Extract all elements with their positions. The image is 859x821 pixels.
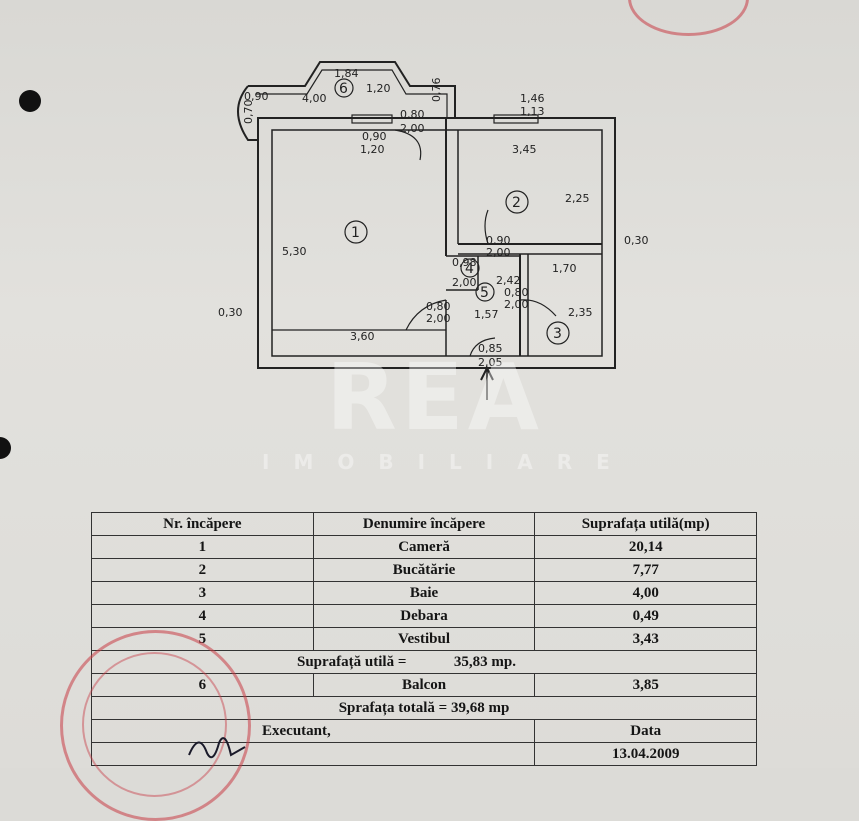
dim-label: 3,60 bbox=[350, 330, 375, 343]
table-row: 2 Bucătărie 7,77 bbox=[91, 558, 757, 582]
dim-label: 2,25 bbox=[565, 192, 590, 205]
dim-label: 2,05 bbox=[478, 356, 503, 369]
punch-hole-middle bbox=[0, 437, 11, 459]
dim-label: 0,90 bbox=[244, 90, 269, 103]
dim-label: 2,42 bbox=[496, 274, 521, 287]
dim-label: 0,30 bbox=[624, 234, 649, 247]
subtotal-value: 35,83 bbox=[453, 653, 488, 670]
room-number-6: 6 bbox=[339, 81, 348, 97]
dim-label: 0,70 bbox=[242, 100, 255, 125]
cell-nr: 1 bbox=[91, 535, 314, 559]
dim-label: 0,80 bbox=[426, 300, 451, 313]
cell-area: 7,77 bbox=[534, 558, 757, 582]
cell-name: Bucătărie bbox=[312, 558, 536, 582]
room-number-5: 5 bbox=[480, 285, 489, 301]
date-label: Data bbox=[534, 719, 757, 743]
dim-label: 2,00 bbox=[486, 246, 511, 259]
cell-area: 3,43 bbox=[534, 627, 757, 651]
room-number-4: 4 bbox=[465, 261, 474, 277]
dim-label: 2,00 bbox=[400, 122, 425, 135]
room-number-1: 1 bbox=[351, 225, 360, 241]
cell-name: Debara bbox=[312, 604, 536, 628]
floor-plan: 1 2 3 4 5 6 1,84 0,90 4,00 1,20 0,70 0,7… bbox=[218, 61, 649, 400]
cell-nr: 4 bbox=[91, 604, 314, 628]
dim-label: 0,76 bbox=[430, 78, 443, 103]
dim-label: 4,00 bbox=[302, 92, 327, 105]
dim-label: 2,00 bbox=[504, 298, 529, 311]
dim-label: 5,30 bbox=[282, 245, 307, 258]
cell-nr: 2 bbox=[91, 558, 314, 582]
cell-name: Balcon bbox=[312, 673, 536, 697]
dim-label: 0,90 bbox=[362, 130, 387, 143]
dim-label: 0,85 bbox=[478, 342, 503, 355]
cell-name: Baie bbox=[312, 581, 536, 605]
dim-label: 1,13 bbox=[520, 105, 545, 118]
dim-label: 0,80 bbox=[504, 286, 529, 299]
table-row: 5 Vestibul 3,43 bbox=[91, 627, 757, 651]
room-number-3: 3 bbox=[553, 326, 562, 342]
header-nr: Nr. încăpere bbox=[91, 512, 314, 536]
cell-area: 3,85 bbox=[534, 673, 757, 697]
outer-wall bbox=[257, 117, 616, 369]
dim-label: 0,98 bbox=[452, 256, 477, 269]
balcony-outline bbox=[237, 61, 456, 141]
dim-label: 0,80 bbox=[400, 108, 425, 121]
cell-area: 0,49 bbox=[534, 604, 757, 628]
subtotal-unit: mp. bbox=[491, 653, 516, 670]
dim-label: 2,00 bbox=[452, 276, 477, 289]
dim-label: 0,30 bbox=[218, 306, 243, 319]
dim-label: 1,70 bbox=[552, 262, 577, 275]
dim-label: 3,45 bbox=[512, 143, 537, 156]
signature bbox=[188, 737, 246, 759]
table-row: 1 Cameră 20,14 bbox=[91, 535, 757, 559]
dim-label: 1,20 bbox=[360, 143, 385, 156]
dim-label: 2,00 bbox=[426, 312, 451, 325]
table-row: 3 Baie 4,00 bbox=[91, 581, 757, 605]
cell-name: Vestibul bbox=[312, 627, 536, 651]
table-header-row: Nr. încăpere Denumire încăpere Suprafața… bbox=[91, 512, 757, 536]
subtotal-label: Suprafață utilă = bbox=[297, 653, 407, 670]
date-value: 13.04.2009 bbox=[534, 742, 757, 766]
cell-nr: 3 bbox=[91, 581, 314, 605]
punch-hole-top bbox=[19, 90, 41, 112]
dim-label: 2,35 bbox=[568, 306, 593, 319]
dim-label: 1,46 bbox=[520, 92, 545, 105]
table-row: 4 Debara 0,49 bbox=[91, 604, 757, 628]
cell-area: 20,14 bbox=[534, 535, 757, 559]
dim-label: 0,90 bbox=[486, 234, 511, 247]
dim-label: 1,20 bbox=[366, 82, 391, 95]
header-area: Suprafața utilă(mp) bbox=[534, 512, 757, 536]
dim-label: 1,84 bbox=[334, 67, 359, 80]
cell-area: 4,00 bbox=[534, 581, 757, 605]
header-name: Denumire încăpere bbox=[312, 512, 536, 536]
cell-name: Cameră bbox=[312, 535, 536, 559]
dim-label: 1,57 bbox=[474, 308, 499, 321]
room-number-2: 2 bbox=[512, 195, 521, 211]
